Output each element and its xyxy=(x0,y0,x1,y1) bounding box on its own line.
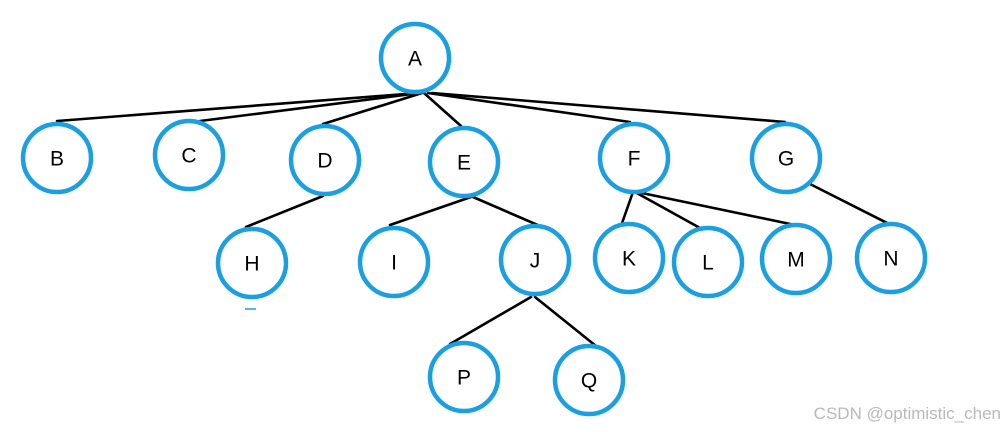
node-circle xyxy=(357,225,431,299)
node-k: K xyxy=(592,221,666,295)
node-f: F xyxy=(597,121,671,195)
edge-a-e xyxy=(422,91,463,128)
edge-j-q xyxy=(533,295,598,348)
node-circle xyxy=(854,221,928,295)
node-c: C xyxy=(152,118,226,192)
node-j: J xyxy=(498,223,572,297)
node-n: N xyxy=(854,221,928,295)
node-circle xyxy=(20,121,94,195)
edge-j-p xyxy=(448,295,533,346)
edge-e-j xyxy=(471,195,542,228)
edge-f-k xyxy=(619,190,635,228)
node-label: P xyxy=(457,367,471,390)
node-label: J xyxy=(530,250,541,273)
node-circle xyxy=(152,118,226,192)
node-label: L xyxy=(702,252,714,275)
edge-f-l xyxy=(633,190,702,230)
node-circle xyxy=(592,221,666,295)
node-circle xyxy=(378,21,452,95)
node-label: D xyxy=(317,150,332,173)
node-label: G xyxy=(778,148,794,171)
edge-a-d xyxy=(321,91,424,126)
edge-d-h xyxy=(244,194,325,229)
node-m: M xyxy=(759,222,833,296)
edge-a-b xyxy=(55,91,420,123)
node-label: N xyxy=(883,248,898,271)
watermark-text: CSDN @optimistic_chen xyxy=(813,404,1001,423)
edge-a-g xyxy=(430,91,787,124)
edge-f-m xyxy=(635,190,797,227)
node-g: G xyxy=(749,121,823,195)
node-circle xyxy=(427,125,501,199)
node-q: Q xyxy=(552,343,626,417)
edges-layer xyxy=(55,91,893,348)
node-label: Q xyxy=(581,370,597,393)
node-circle xyxy=(427,340,501,414)
node-label: A xyxy=(408,48,422,71)
edge-a-f xyxy=(426,91,632,124)
node-p: P xyxy=(427,340,501,414)
node-e: E xyxy=(427,125,501,199)
node-i: I xyxy=(357,225,431,299)
node-label: M xyxy=(787,249,805,272)
node-circle xyxy=(759,222,833,296)
edge-a-c xyxy=(198,91,422,123)
node-a: A xyxy=(378,21,452,95)
node-b: B xyxy=(20,121,94,195)
node-d: D xyxy=(288,123,362,197)
node-label: F xyxy=(628,148,641,171)
node-h: H xyxy=(215,226,289,300)
edge-g-n xyxy=(808,182,893,227)
node-label: C xyxy=(181,145,196,168)
node-l: L xyxy=(671,225,745,299)
node-circle xyxy=(552,343,626,417)
node-label: B xyxy=(50,148,64,171)
node-label: K xyxy=(622,248,636,271)
node-circle xyxy=(671,225,745,299)
node-circle xyxy=(288,123,362,197)
nodes-layer: A B C D E F G H I J K L M N P Q xyxy=(20,21,928,417)
edge-e-i xyxy=(388,195,473,227)
node-circle xyxy=(215,226,289,300)
node-circle xyxy=(498,223,572,297)
node-circle xyxy=(749,121,823,195)
node-label: E xyxy=(457,152,471,175)
node-label: H xyxy=(244,253,259,276)
node-label: I xyxy=(391,252,397,275)
node-circle xyxy=(597,121,671,195)
